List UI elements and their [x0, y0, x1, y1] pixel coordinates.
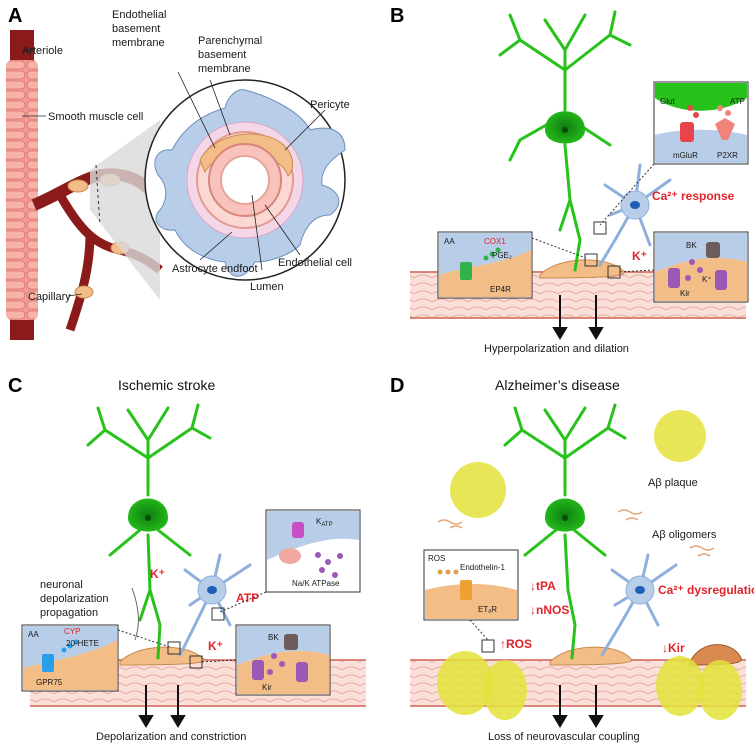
kir-label-c: Kir: [262, 683, 272, 692]
gpr75-label: GPR75: [36, 678, 63, 687]
pge2-label: PGE₂: [492, 251, 512, 260]
panel-b-arrows: [552, 295, 604, 340]
panel-a: A: [6, 5, 352, 340]
label-endo-bm-1: Endothelial: [112, 9, 166, 21]
cross-section-line: [95, 164, 101, 226]
ca-response-label: Ca²⁺ response: [652, 189, 735, 203]
caption-d: Loss of neurovascular coupling: [488, 731, 640, 743]
label-smooth-muscle: Smooth muscle cell: [48, 111, 143, 123]
panel-a-leaders: [22, 49, 326, 297]
ca-dys-label: Ca²⁺ dysregulation: [658, 583, 754, 597]
lumen-area: [220, 155, 270, 205]
oligomers: [437, 509, 715, 557]
ros-box-label: ROS: [428, 554, 445, 563]
ep4r-label: EP4R: [490, 285, 511, 294]
p2xr-label: P2XR: [717, 151, 738, 160]
label-endothelial-cell: Endothelial cell: [278, 257, 352, 269]
kir-label-b: Kir: [680, 289, 690, 298]
k-neuron-c: K⁺: [150, 567, 165, 581]
panel-a-letter: A: [8, 5, 22, 27]
endothelin-label: Endothelin-1: [460, 563, 505, 572]
atp-c: ATP: [236, 591, 259, 605]
oligomers-label: Aβ oligomers: [652, 529, 717, 541]
depol-c-3: propagation: [40, 607, 98, 619]
label-paren-bm-2: basement: [198, 49, 246, 61]
caption-b: Hyperpolarization and dilation: [484, 343, 629, 355]
label-lumen: Lumen: [250, 281, 284, 293]
neuron-c-dendrites: [86, 403, 212, 660]
panel-d-arrows: [552, 685, 604, 728]
pericyte-b: [539, 259, 625, 279]
glut-label: Glut: [660, 97, 675, 106]
label-arteriole: Arteriole: [22, 45, 63, 57]
label-paren-bm-3: membrane: [198, 63, 251, 75]
panel-c: C Ischemic stroke K⁺ neuronal depolariza…: [8, 375, 366, 743]
etar-label: ETₐR: [478, 605, 497, 614]
capillary-branch-lower: [65, 234, 95, 332]
smooth-muscle-layer: [6, 60, 38, 320]
k-small-label-b: K⁺: [702, 275, 712, 284]
plaque-right: [654, 410, 706, 462]
aa-label-b: AA: [444, 237, 455, 246]
nnos-label: ↓nNOS: [530, 603, 569, 617]
panel-b-letter: B: [390, 5, 404, 27]
cyp-label: CYP: [64, 627, 80, 636]
aa-label-c: AA: [28, 630, 39, 639]
depol-c-2: depolarization: [40, 593, 109, 605]
panel-c-letter: C: [8, 375, 22, 397]
label-endo-bm-3: membrane: [112, 37, 165, 49]
katp-label: KATP: [316, 517, 333, 528]
atp-label-b: ATP: [730, 97, 745, 106]
nak-label: Na/K ATPase: [292, 579, 340, 588]
bk-label-b: BK: [686, 241, 697, 250]
label-endo-bm-2: basement: [112, 23, 160, 35]
cox1-label: COX1: [484, 237, 506, 246]
title-d: Alzheimer’s disease: [495, 377, 620, 393]
panel-c-arrows: [138, 685, 186, 728]
hete-label: 20-HETE: [66, 639, 99, 648]
pericyte-a4: [74, 285, 94, 299]
label-paren-bm-1: Parenchymal: [198, 35, 262, 47]
plaque-label: Aβ plaque: [648, 477, 698, 489]
zoom-wedge: [90, 120, 160, 300]
ros-label: ↑ROS: [500, 637, 532, 651]
bk-label-c: BK: [268, 633, 279, 642]
mglur-label: mGluR: [673, 151, 698, 160]
panel-b: B Glut ATP mGluR P2XR: [390, 5, 749, 355]
label-astrocyte-endfoot: Astrocyte endfoot: [172, 263, 258, 275]
pericyte-d: [549, 646, 632, 666]
k-up-label-b: K⁺: [632, 249, 647, 263]
label-capillary: Capillary: [28, 291, 71, 303]
kir-down-label: ↓Kir: [662, 641, 685, 655]
caption-c: Depolarization and constriction: [96, 731, 246, 743]
label-pericyte: Pericyte: [310, 99, 350, 111]
depol-c-1: neuronal: [40, 579, 83, 591]
panel-d-letter: D: [390, 375, 404, 397]
neuron-d-dendrites: [503, 403, 627, 660]
pericyte-a1: [67, 179, 89, 193]
tpa-label: ↓tPA: [530, 579, 556, 593]
k-vessel-c: K⁺: [208, 639, 223, 653]
astrocyte-d-processes: [600, 553, 678, 657]
title-c: Ischemic stroke: [118, 377, 215, 393]
panel-d: D Alzheimer’s disease Aβ plaque Aβ oligo…: [390, 375, 754, 743]
vessel-plaques: [437, 651, 742, 720]
plaque-left: [450, 462, 506, 518]
